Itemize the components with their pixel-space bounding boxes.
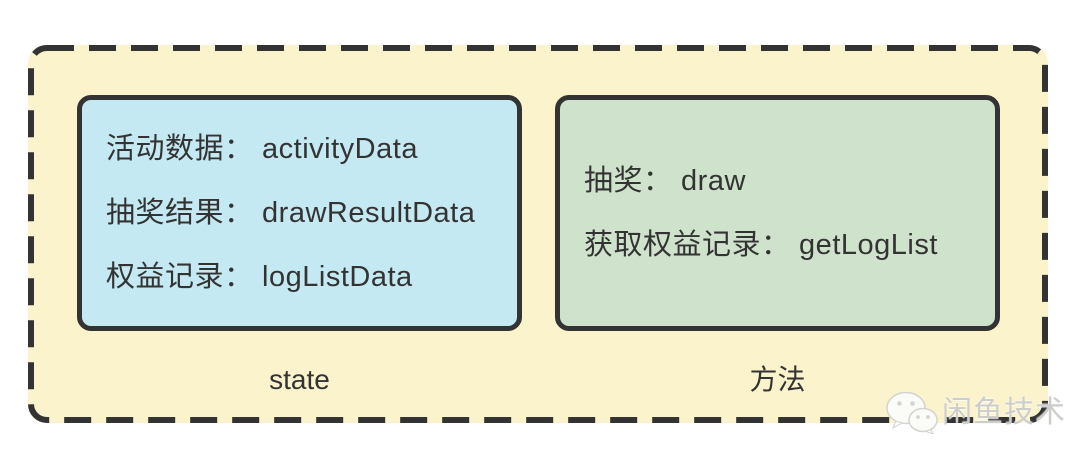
store-container: 活动数据： activityData 抽奖结果： drawResultData … xyxy=(28,45,1048,423)
state-box-caption: state xyxy=(269,364,330,395)
method-line-draw: 抽奖： draw xyxy=(584,165,746,197)
state-line-draw-result-data: 抽奖结果： drawResultData xyxy=(106,197,476,229)
state-line-log-list-data: 权益记录： logListData xyxy=(106,261,413,293)
watermark: 闲鱼技术 xyxy=(886,392,1066,434)
method-line-get-log-list: 获取权益记录： getLogList xyxy=(584,229,938,261)
wechat-icon xyxy=(886,392,938,434)
methods-box-caption: 方法 xyxy=(749,364,806,395)
state-line-activity-data: 活动数据： activityData xyxy=(106,133,418,165)
watermark-text: 闲鱼技术 xyxy=(942,396,1066,429)
state-box: 活动数据： activityData 抽奖结果： drawResultData … xyxy=(77,95,522,331)
methods-box: 抽奖： draw 获取权益记录： getLogList xyxy=(555,95,1000,331)
